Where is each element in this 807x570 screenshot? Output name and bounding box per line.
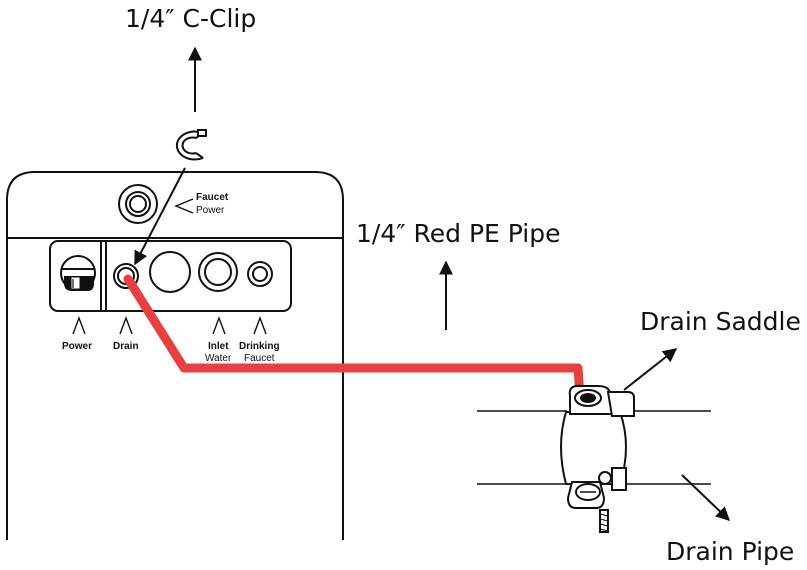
red-pe-pipe [123, 274, 585, 401]
inlet-water-port [198, 252, 238, 292]
c-clip-icon [175, 129, 207, 161]
power-label: Power [62, 341, 92, 352]
port-chevrons [72, 316, 267, 335]
filter-unit [6, 171, 344, 540]
power-socket [60, 255, 96, 291]
inlet-label-top: Inlet [208, 341, 229, 352]
inlet-label-bottom: Water [205, 353, 232, 364]
faucet-power-port [118, 184, 158, 224]
c-clip-label: 1/4″ C-Clip [125, 4, 256, 33]
drain-saddle-arrow [623, 348, 678, 391]
drain-saddle-label: Drain Saddle [640, 307, 801, 336]
drain-saddle-icon [560, 384, 635, 533]
drain-pipe-label: Drain Pipe [666, 537, 794, 566]
red-pe-pipe-label: 1/4″ Red PE Pipe [356, 219, 561, 248]
faucet-power-label-top: Faucet [196, 192, 229, 203]
blank-port [149, 251, 191, 293]
c-clip-to-drain-arrow [134, 167, 186, 266]
drinking-label-bottom: Faucet [244, 353, 275, 364]
chevron-up-icon [174, 198, 194, 214]
drain-pipe-arrow [681, 474, 731, 521]
drinking-label-top: Drinking [239, 341, 280, 352]
faucet-power-label-bottom: Power [196, 205, 225, 216]
drinking-faucet-port [247, 261, 273, 287]
drain-label: Drain [113, 341, 139, 352]
drain-pipe [477, 410, 711, 485]
